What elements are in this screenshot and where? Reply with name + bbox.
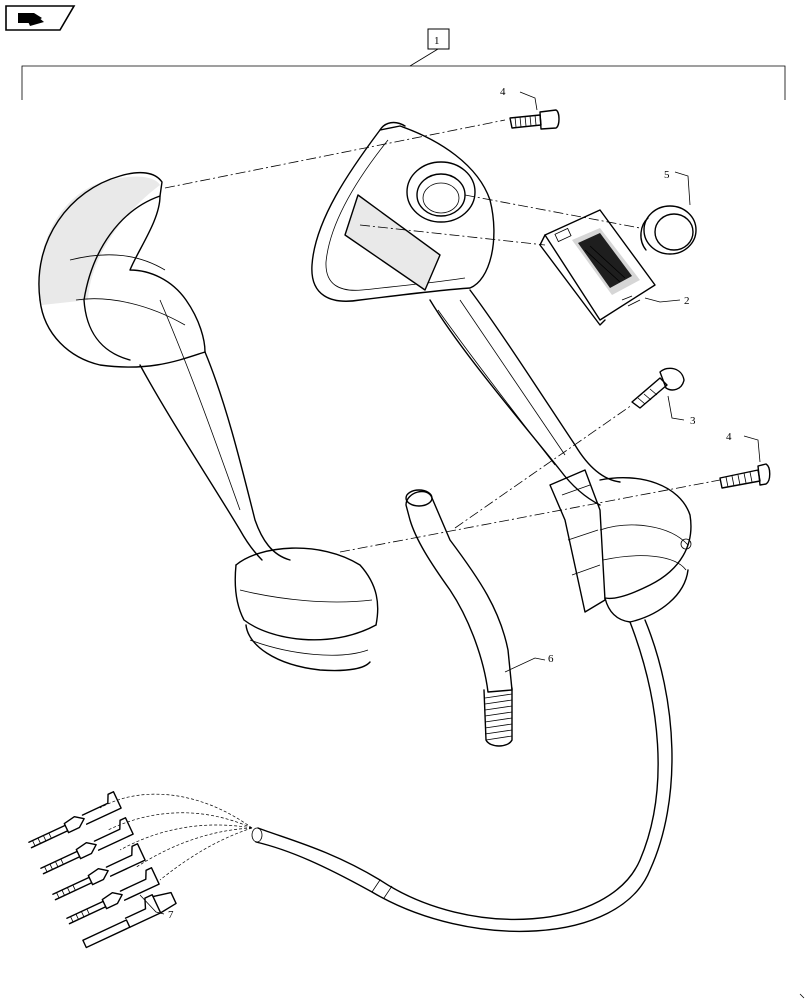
- assembly-lines: [164, 119, 721, 553]
- callout-5: 5: [664, 169, 670, 181]
- terminal-pins: [28, 791, 177, 949]
- callout-1: 1: [434, 35, 440, 47]
- wire-dash-lines: [99, 793, 253, 881]
- rocker-switch: [539, 209, 656, 326]
- page-navigation-arrow-icon[interactable]: [4, 4, 76, 32]
- callout-7: 7: [168, 909, 174, 921]
- right-grip-housing: [311, 121, 692, 623]
- threaded-tube: [405, 489, 513, 747]
- callout-4-right: 4: [726, 431, 732, 443]
- push-button: [640, 205, 697, 255]
- screw-right: [719, 463, 771, 489]
- screw-top: [509, 109, 560, 130]
- left-grip-shell: [38, 171, 379, 672]
- callout-3: 3: [690, 415, 696, 427]
- callout-2: 2: [684, 295, 690, 307]
- callout-6: 6: [548, 653, 554, 665]
- assembly-bracket: [21, 28, 786, 100]
- cable: [251, 619, 673, 932]
- callout-4-top: 4: [500, 86, 506, 98]
- screw-small: [631, 367, 685, 409]
